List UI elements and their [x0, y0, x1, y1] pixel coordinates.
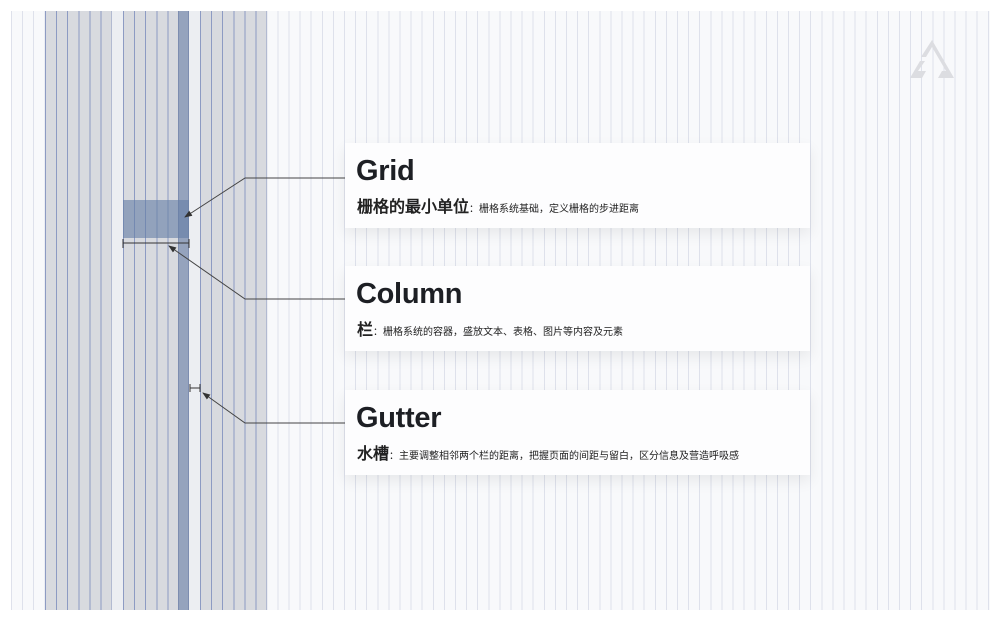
gutter-1 [112, 11, 123, 610]
column-leader-line [168, 245, 345, 300]
gutter-card: Gutter 水槽：主要调整相邻两个栏的距离，把握页面的间距与留白，区分信息及营… [345, 390, 810, 475]
card-title: Column [356, 278, 463, 310]
separator: ： [469, 204, 480, 215]
card-description: 栅格系统的容器，盛放文本、表格、图片等内容及元素 [383, 327, 624, 338]
card-title: Gutter [356, 402, 442, 434]
separator: ： [373, 327, 384, 338]
separator: ： [389, 451, 400, 462]
gutter-2 [189, 11, 200, 610]
highlighted-grid-cell-column [178, 11, 189, 610]
column-1 [45, 11, 112, 610]
card-title: Grid [356, 155, 415, 187]
card-description: 主要调整相邻两个栏的距离，把握页面的间距与留白，区分信息及营造呼吸感 [399, 451, 740, 462]
column-card: Column 栏：栅格系统的容器，盛放文本、表格、图片等内容及元素 [345, 266, 810, 351]
grid-leader-line [184, 177, 345, 218]
card-term: 水槽 [357, 446, 390, 463]
gutter-width-bracket [189, 384, 201, 392]
triangle-logo-icon [910, 40, 954, 78]
column-3 [200, 11, 267, 610]
card-description: 栅格系统基础，定义栅格的步进距离 [479, 204, 640, 215]
card-term: 栏 [357, 322, 374, 339]
grid-unit-highlight [123, 200, 189, 238]
gutter-leader-line [202, 392, 345, 424]
grid-card: Grid 栅格的最小单位：栅格系统基础，定义栅格的步进距离 [345, 143, 810, 228]
card-term: 栅格的最小单位 [357, 199, 470, 216]
column-width-bracket [122, 239, 190, 248]
